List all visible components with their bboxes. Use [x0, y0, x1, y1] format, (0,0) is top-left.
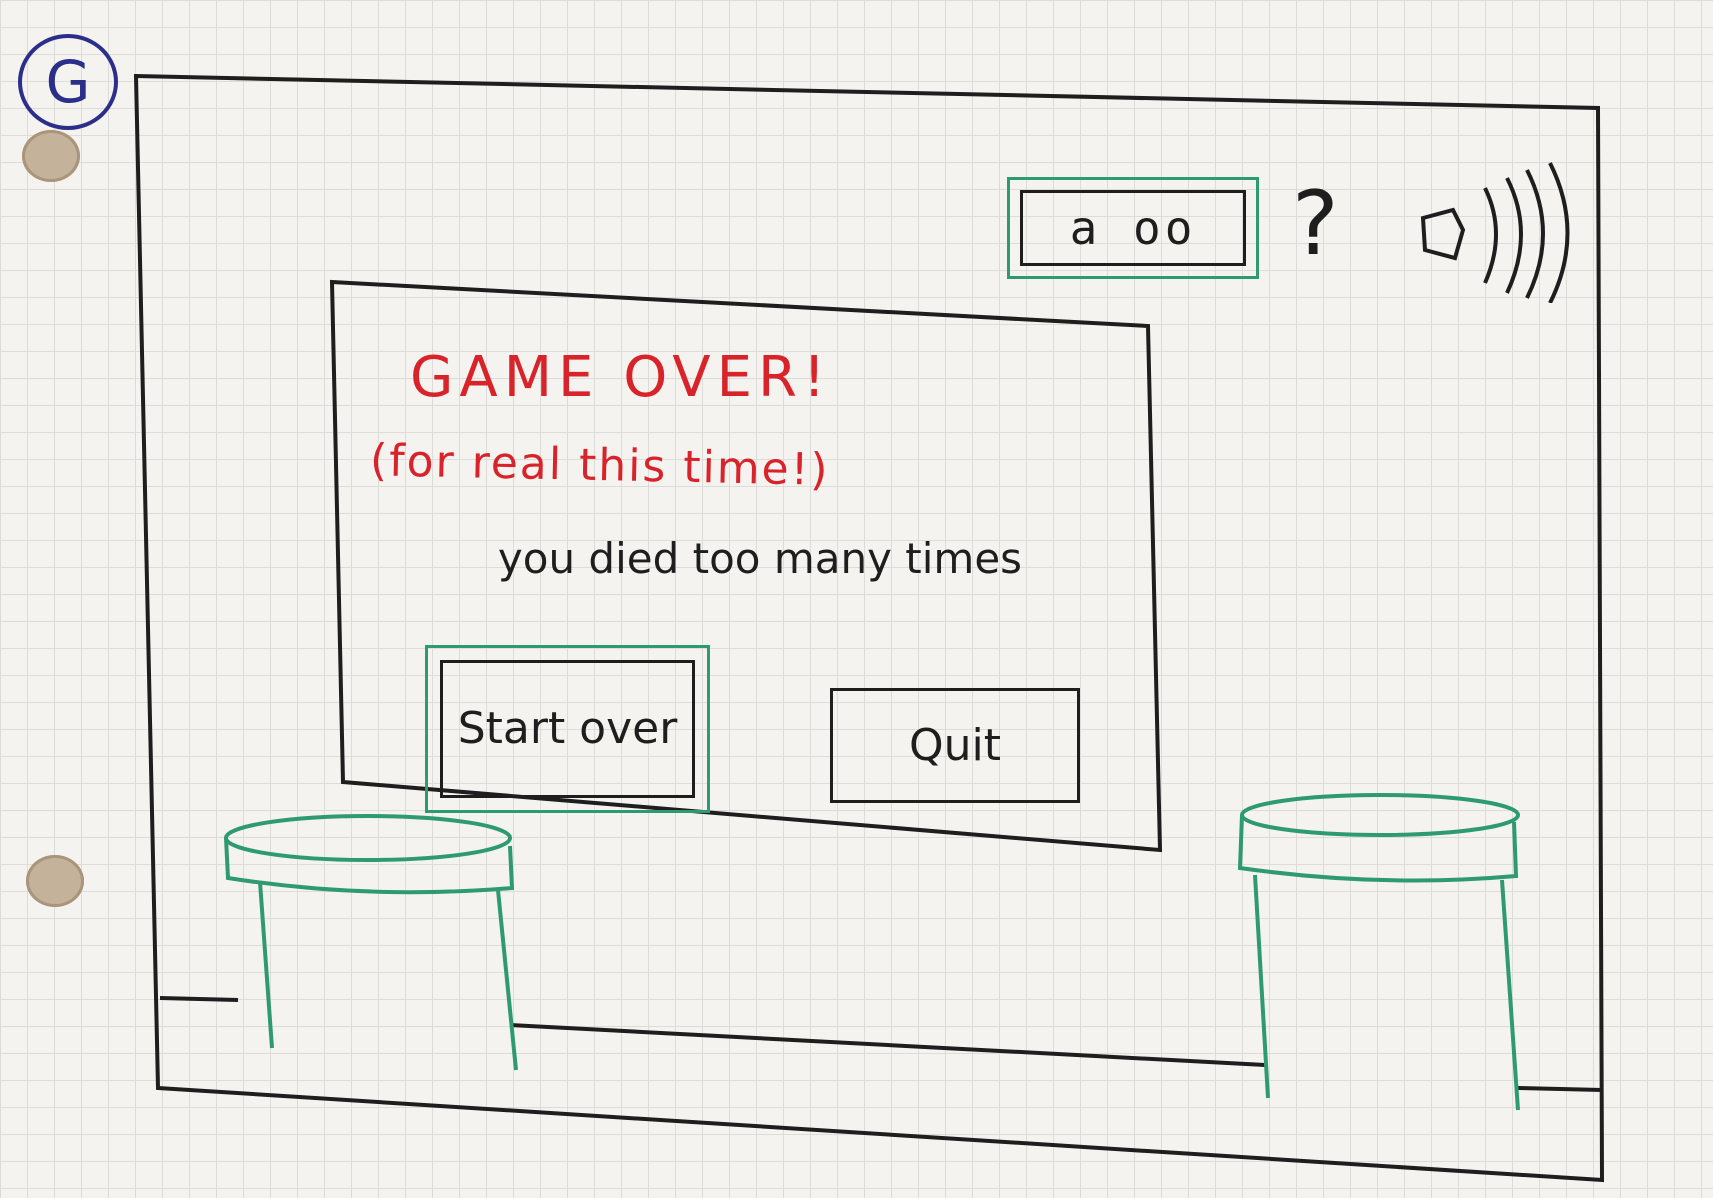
- binder-hole: [22, 130, 80, 182]
- timer-display: a oo: [1007, 177, 1259, 279]
- dialog-title: GAME OVER!: [410, 345, 832, 410]
- speaker-volume-icon[interactable]: [1415, 158, 1590, 303]
- pipe-left: [224, 814, 518, 1071]
- dialog-message: you died too many times: [497, 534, 1023, 583]
- ground-left: [159, 996, 239, 1002]
- question-mark-icon[interactable]: ?: [1292, 172, 1339, 275]
- pipe-right: [1237, 793, 1520, 1111]
- ground-middle: [509, 1023, 1266, 1067]
- page-marker: G: [18, 34, 118, 130]
- start-over-button[interactable]: Start over: [425, 645, 710, 813]
- ground-right: [1517, 1086, 1603, 1092]
- binder-hole: [26, 855, 84, 907]
- game-frame: [133, 73, 1605, 1183]
- quit-button[interactable]: Quit: [830, 688, 1080, 803]
- dialog-subtitle: (for real this time!): [369, 435, 830, 496]
